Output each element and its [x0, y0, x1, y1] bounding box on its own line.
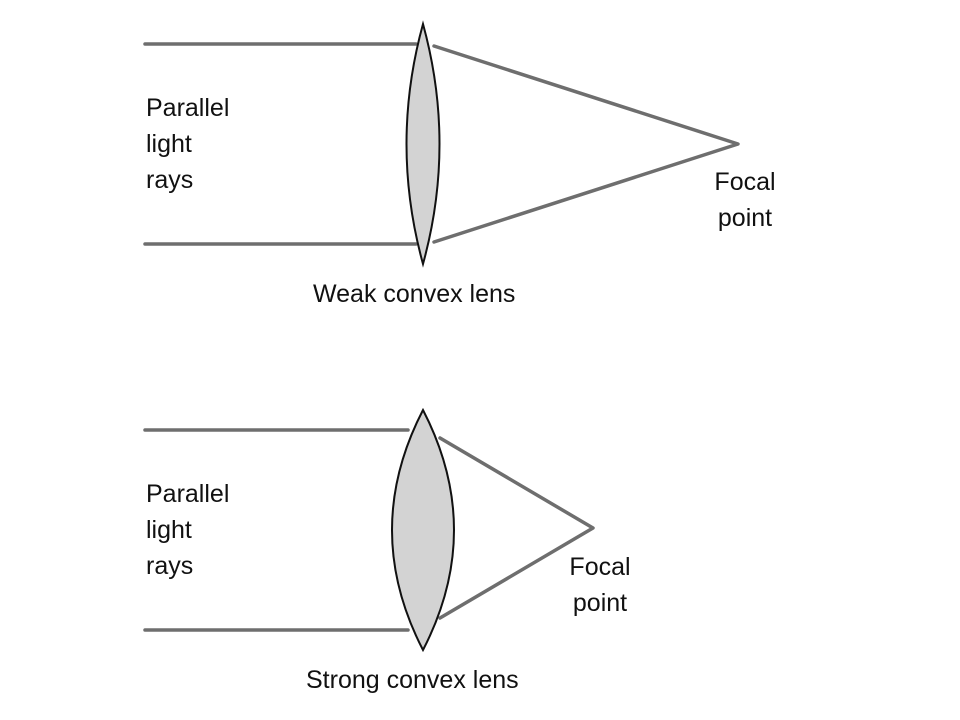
- weak-converging-rays: [432, 44, 740, 244]
- strong-lens-caption: Strong convex lens: [306, 666, 519, 694]
- strong-convex-lens: [391, 407, 455, 653]
- strong-parallel-rays-label: Parallel light rays: [146, 476, 229, 584]
- weak-parallel-rays-label: Parallel light rays: [146, 90, 229, 198]
- weak-convex-lens: [405, 20, 441, 268]
- strong-source-line-2: light: [146, 516, 192, 544]
- strong-focal-line-1: Focal: [569, 553, 631, 581]
- weak-focal-point-label: Focal point: [705, 164, 785, 236]
- strong-lens-diagram: [143, 407, 595, 653]
- weak-source-line-1: Parallel: [146, 94, 230, 122]
- weak-source-line-3: rays: [146, 166, 194, 194]
- weak-lens-diagram: [143, 20, 740, 268]
- strong-focal-point-label: Focal point: [560, 549, 640, 621]
- strong-focal-line-2: point: [572, 589, 628, 617]
- strong-source-line-1: Parallel: [146, 480, 230, 508]
- weak-source-line-2: light: [146, 130, 192, 158]
- strong-source-line-3: rays: [146, 552, 194, 580]
- weak-lens-caption: Weak convex lens: [313, 280, 516, 308]
- weak-focal-line-2: point: [717, 204, 773, 232]
- strong-converging-rays: [438, 436, 595, 620]
- weak-focal-line-1: Focal: [714, 168, 776, 196]
